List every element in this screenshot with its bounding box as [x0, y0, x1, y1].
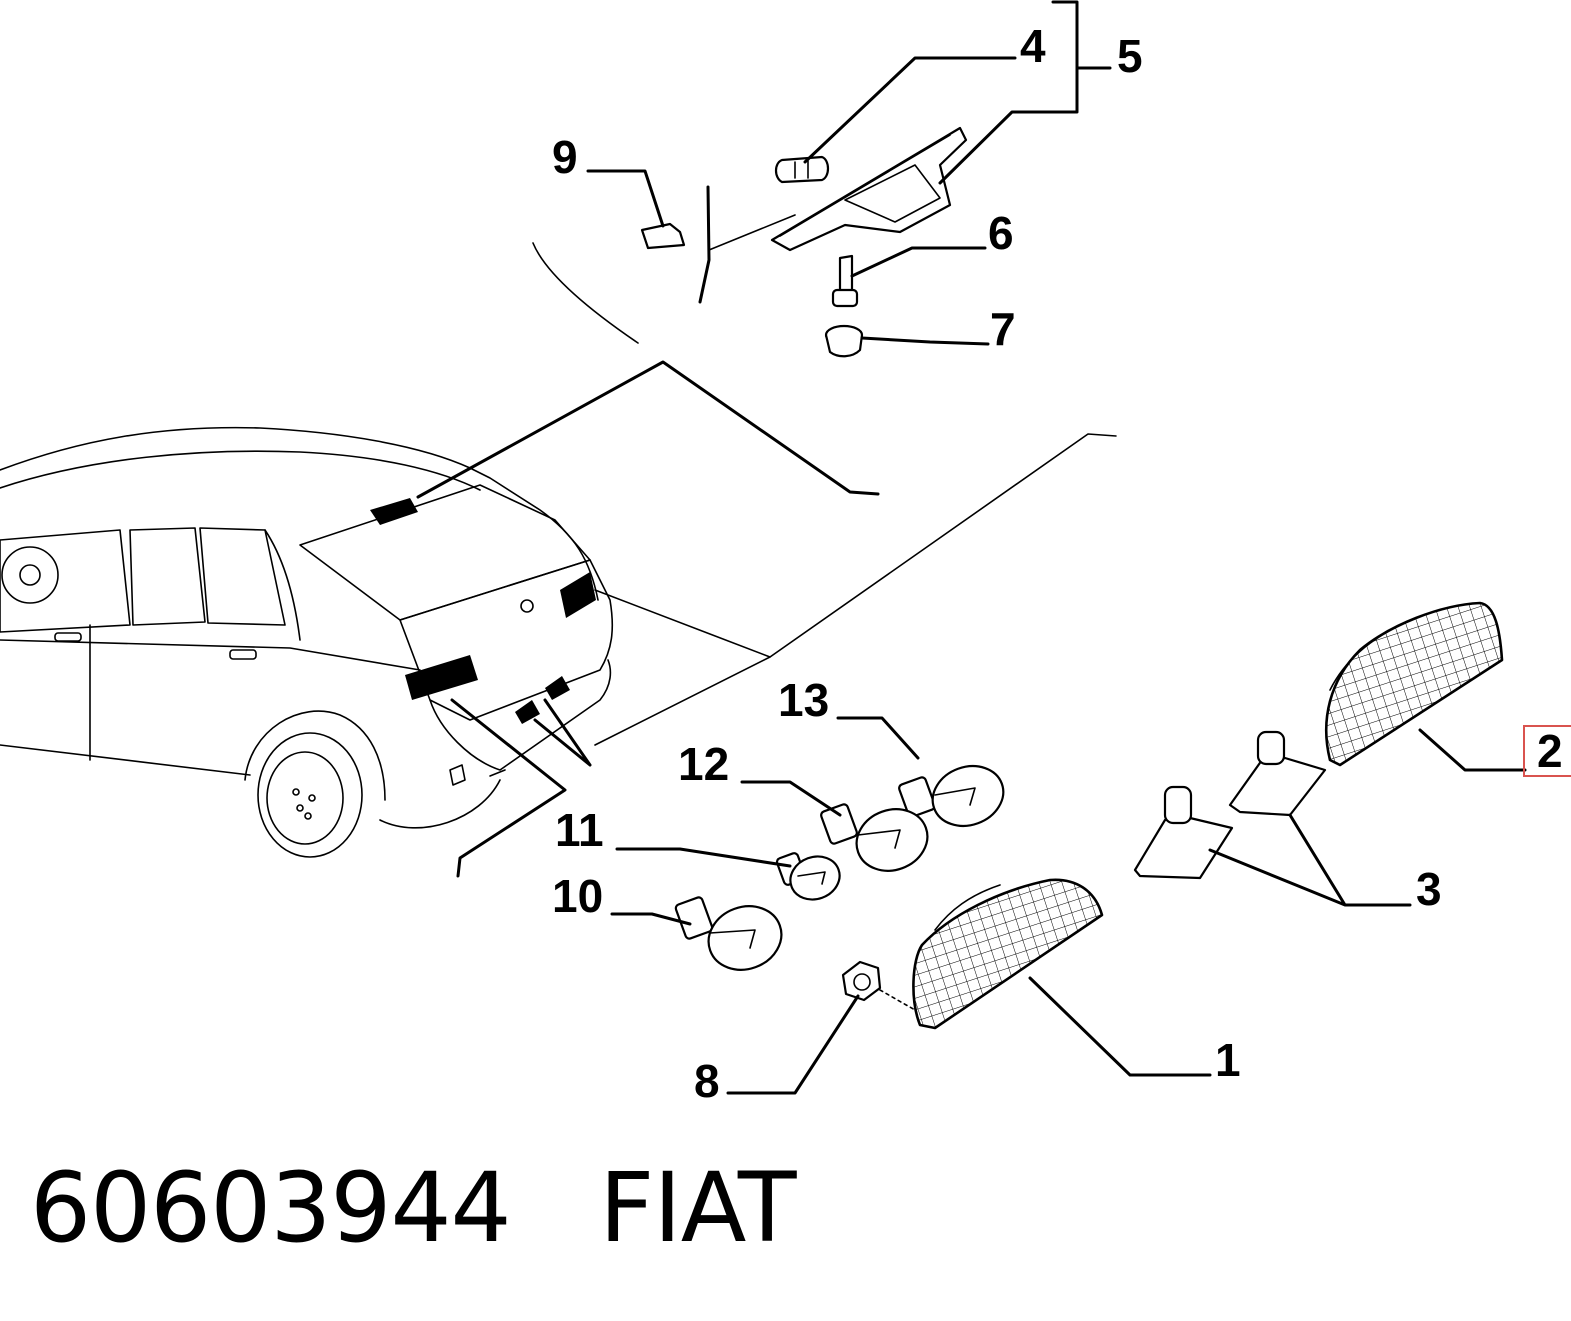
callout-7[interactable]: 7 — [990, 303, 1016, 355]
taillight-part-2 — [1324, 601, 1504, 767]
plate-light-part-3b — [1133, 785, 1234, 880]
high-brake-light-part-5 — [770, 126, 968, 252]
callout-4[interactable]: 4 — [1020, 20, 1046, 72]
grommet-part-7 — [824, 324, 864, 358]
part-caption: 60603944 FIAT — [30, 1152, 797, 1264]
callout-2[interactable]: 2 — [1537, 725, 1563, 777]
plate-light-part-3a — [1228, 730, 1327, 817]
nut-part-8 — [841, 960, 916, 1011]
callout-13[interactable]: 13 — [778, 674, 829, 726]
screw-part-6 — [831, 254, 859, 308]
callout-11[interactable]: 11 — [555, 804, 604, 856]
callout-5[interactable]: 5 — [1117, 30, 1143, 82]
taillight-part-1 — [912, 878, 1104, 1030]
callout-3[interactable]: 3 — [1416, 863, 1442, 915]
festoon-bulb-part-4 — [774, 155, 830, 184]
bulb-part-12 — [820, 803, 929, 872]
car-illustration — [0, 426, 614, 858]
callout-9[interactable]: 9 — [552, 131, 578, 183]
clip-part-9 — [640, 222, 686, 250]
callout-10[interactable]: 10 — [552, 870, 603, 922]
callout-labels: 1 2 3 4 5 6 7 8 9 10 11 12 13 — [552, 20, 1563, 1107]
callout-1[interactable]: 1 — [1215, 1034, 1241, 1086]
brand-name: FIAT — [599, 1152, 796, 1264]
leader-lines — [586, 0, 1527, 1095]
callout-2-highlight — [1523, 725, 1571, 777]
callout-8[interactable]: 8 — [694, 1055, 720, 1107]
callout-12[interactable]: 12 — [678, 738, 729, 790]
part-number: 60603944 — [30, 1152, 512, 1264]
context-lines — [416, 185, 1117, 878]
callout-6[interactable]: 6 — [988, 207, 1014, 259]
bulb-part-11 — [775, 852, 841, 901]
bulb-part-13 — [898, 764, 1005, 828]
bulb-part-10 — [674, 896, 783, 971]
